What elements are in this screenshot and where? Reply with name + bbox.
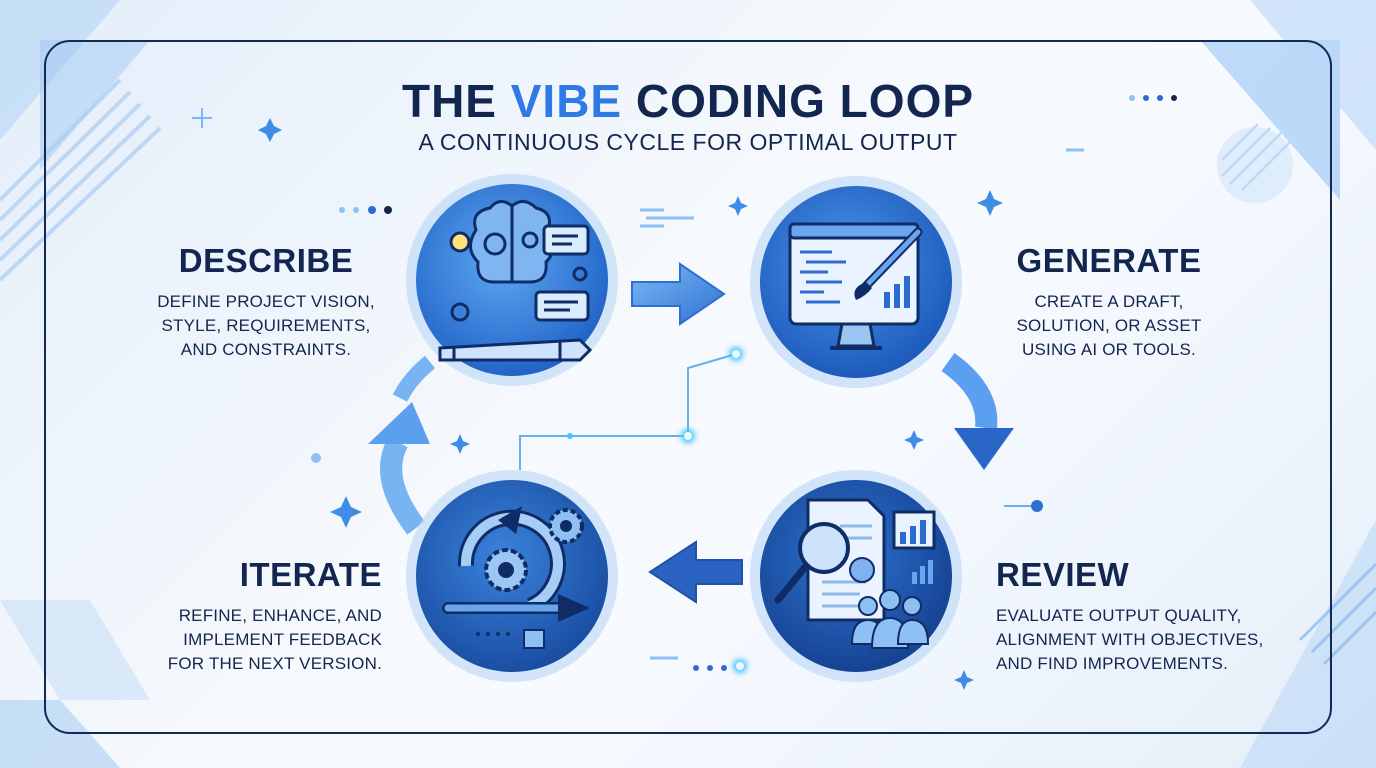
step-desc-generate: CREATE A DRAFT, SOLUTION, OR ASSET USING… (996, 290, 1222, 362)
describe-circle (406, 174, 618, 386)
step-desc-line: STYLE, REQUIREMENTS, (161, 316, 371, 335)
glow-dots (567, 347, 1043, 673)
step-name-review: REVIEW (996, 556, 1130, 593)
step-desc-line: IMPLEMENT FEEDBACK (183, 630, 382, 649)
page-title: THE VIBE CODING LOOP (0, 74, 1376, 128)
step-desc-line: CREATE A DRAFT, (1034, 292, 1184, 311)
magnifier-document-team-icon (774, 498, 936, 649)
title-part1: THE (401, 75, 511, 127)
step-desc-line: EVALUATE OUTPUT QUALITY, (996, 606, 1242, 625)
monitor-paintbrush-icon (788, 222, 923, 350)
arrow-iterate-to-describe (368, 355, 436, 535)
content-frame (44, 40, 1332, 734)
step-desc-line: AND CONSTRAINTS. (180, 340, 352, 359)
step-desc-describe: DEFINE PROJECT VISION, STYLE, REQUIREMEN… (132, 290, 400, 362)
page-subtitle: A CONTINUOUS CYCLE FOR OPTIMAL OUTPUT (418, 129, 958, 155)
step-desc-line: AND FIND IMPROVEMENTS. (996, 654, 1229, 673)
step-desc-review: EVALUATE OUTPUT QUALITY, ALIGNMENT WITH … (996, 604, 1296, 676)
title-accent: VIBE (510, 75, 623, 127)
title-part2: CODING LOOP (622, 75, 975, 127)
step-desc-line: USING AI OR TOOLS. (1022, 340, 1196, 359)
iterate-circle (406, 470, 618, 682)
cycle-gears-icon (442, 506, 590, 649)
step-desc-line: DEFINE PROJECT VISION, (157, 292, 375, 311)
step-desc-line: SOLUTION, OR ASSET (1016, 316, 1202, 335)
step-name-generate: GENERATE (1016, 242, 1202, 279)
step-name-iterate: ITERATE (239, 556, 382, 593)
generate-circle (750, 176, 962, 388)
sparkles (258, 118, 1003, 690)
review-circle (750, 470, 962, 682)
brain-pencil-chat-icon (438, 200, 593, 362)
arrow-generate-to-review (941, 353, 1014, 470)
step-desc-line: FOR THE NEXT VERSION. (167, 654, 382, 673)
step-name-describe: DESCRIBE (178, 242, 354, 279)
decor-dots (192, 95, 1177, 671)
step-desc-iterate: REFINE, ENHANCE, AND IMPLEMENT FEEDBACK … (130, 604, 382, 676)
arrow-review-to-iterate (648, 540, 743, 604)
step-desc-line: REFINE, ENHANCE, AND (178, 606, 382, 625)
step-desc-line: ALIGNMENT WITH OBJECTIVES, (996, 630, 1264, 649)
arrow-describe-to-generate (631, 262, 726, 326)
